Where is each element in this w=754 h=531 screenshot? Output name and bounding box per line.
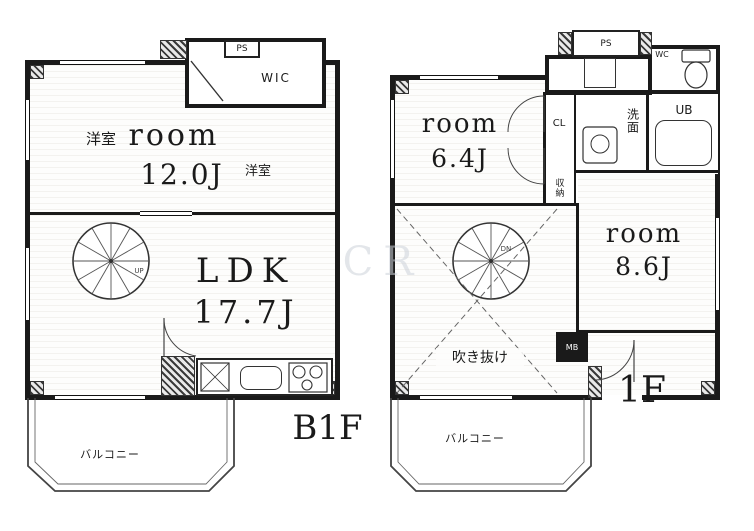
b1f-ps-box: PS — [224, 40, 260, 58]
b1f-shaft-hatch — [160, 40, 187, 59]
b1f-room-size: 12.0J — [140, 157, 224, 191]
b1f-kitchen-hatch — [161, 356, 195, 396]
f1-wall — [574, 170, 720, 173]
wic-door-leaf — [190, 60, 224, 102]
f1-shuno-label: 収納 — [553, 178, 564, 198]
f1-window — [420, 75, 498, 80]
f1-wc-label: WC — [655, 49, 669, 59]
washer-pan-icon — [584, 58, 616, 88]
b1f-corner-hatch — [30, 65, 44, 79]
b1f-stair-up-label: UP — [134, 267, 144, 275]
f1-cl-label: CL — [552, 117, 566, 129]
f1-room1-word: room — [421, 109, 499, 139]
f1-wall — [576, 203, 579, 333]
washbasin-icon — [582, 126, 618, 164]
f1-room1-size: 6.4J — [431, 143, 489, 173]
f1-balcony-door — [420, 395, 512, 400]
f1-entry-hatch — [588, 366, 602, 398]
b1f-wic-label: WIC — [261, 71, 291, 85]
f1-meterbox: MB — [556, 332, 588, 362]
f1-entry-opening — [602, 395, 642, 400]
f1-room2-word: room — [605, 219, 683, 249]
b1f-corner-hatch — [30, 381, 44, 395]
f1-wall — [395, 203, 578, 206]
f1-room2-size: 8.6J — [615, 251, 673, 281]
f1-wall — [574, 92, 576, 205]
b1f-balcony-label: バルコニー — [80, 448, 140, 461]
b1f-spiral-staircase-icon — [72, 222, 150, 300]
f1-ps-hatch-left — [558, 32, 572, 55]
f1-wall — [545, 90, 720, 93]
f1-ps-box: PS — [572, 30, 640, 57]
b1f-kitchen-door-arc — [163, 317, 197, 357]
f1-spiral-staircase-icon — [452, 222, 530, 300]
b1f-room-word: room — [128, 117, 220, 153]
f1-void-label: 吹き抜け — [436, 348, 524, 366]
f1-ps-hatch-right — [640, 32, 652, 55]
b1f-fridge-icon — [200, 362, 230, 392]
b1f-ldk-size: 17.7J — [193, 293, 298, 331]
f1-senmen-label: 洗面 — [625, 108, 640, 134]
f1-window — [390, 100, 395, 178]
bathtub-icon — [655, 120, 712, 166]
f1-meterbox-label: MB — [565, 342, 579, 352]
f1-ps-label: PS — [600, 38, 612, 49]
b1f-outer-walls — [25, 60, 340, 400]
f1-wall — [576, 330, 720, 333]
b1f-balcony-outline — [27, 398, 235, 492]
f1-floor-label: 1F — [618, 369, 666, 411]
b1f-stove-icon — [288, 362, 328, 393]
b1f-window — [60, 60, 145, 65]
watermark-text: CR — [342, 239, 424, 285]
f1-shuno-cover — [545, 172, 578, 205]
f1-ub-label: UB — [675, 103, 693, 117]
b1f-balcony-door — [55, 395, 145, 400]
f1-corner-hatch — [701, 381, 715, 395]
b1f-room-jp-small-label: 洋室 — [244, 163, 271, 179]
f1-double-door-arcs — [507, 95, 545, 185]
f1-wall — [646, 92, 649, 172]
f1-entry-door-arc — [595, 339, 635, 382]
b1f-room-jp-label: 洋室 — [85, 129, 116, 148]
b1f-window — [25, 248, 30, 320]
b1f-window — [25, 100, 30, 160]
void-dashed-cross — [396, 208, 558, 394]
toilet-icon — [681, 49, 711, 89]
f1-balcony-outline — [390, 398, 592, 492]
b1f-sliding-door — [140, 211, 192, 216]
b1f-sink-icon — [240, 366, 282, 390]
f1-balcony-label: バルコニー — [445, 432, 505, 445]
f1-corner-hatch — [395, 80, 409, 94]
b1f-ldk-word: LDK — [195, 251, 296, 291]
f1-stair-dn-label: DN — [500, 245, 512, 253]
b1f-ps-label: PS — [236, 44, 248, 54]
f1-window — [715, 218, 720, 310]
b1f-floor-label: B1F — [292, 408, 363, 448]
